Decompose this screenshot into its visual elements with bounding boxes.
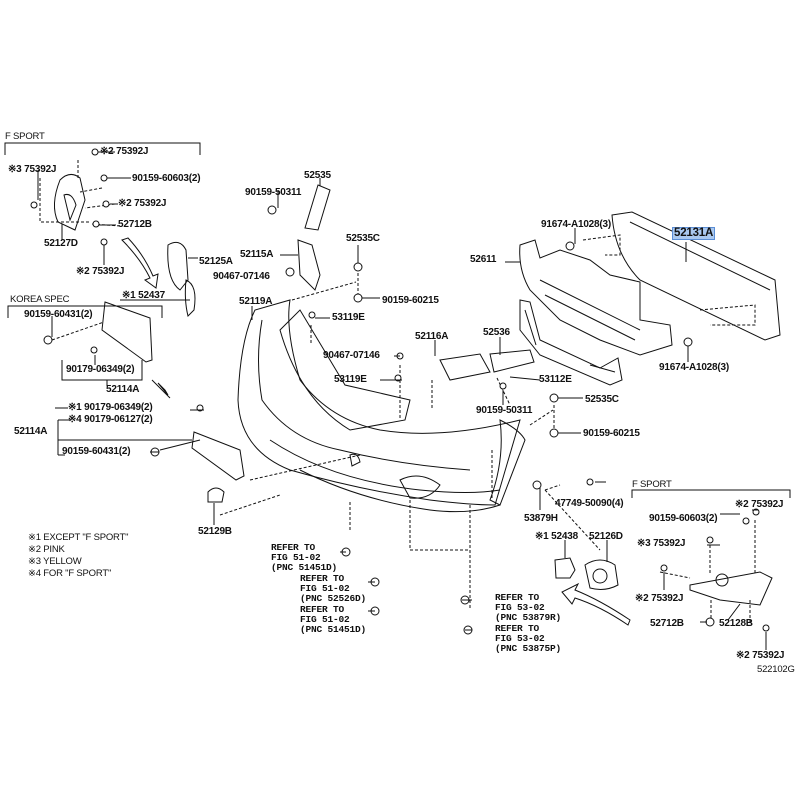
reference-callout[interactable]: REFER TO FIG 51-02 (PNC 51451D) <box>300 604 367 635</box>
part-label[interactable]: 90159-60431(2) <box>24 309 93 320</box>
part-label[interactable]: 52712B <box>118 219 152 230</box>
part-label[interactable]: 90159-60431(2) <box>62 446 131 457</box>
korea-spec-bracket <box>7 305 163 318</box>
part-label[interactable]: 53119E <box>334 374 367 385</box>
part-label[interactable]: 52535C <box>585 394 619 405</box>
note-2: ※2 PINK <box>28 544 65 555</box>
part-52116A <box>439 353 491 381</box>
part-label[interactable]: 53119E <box>332 312 365 323</box>
part-label[interactable]: 90467-07146 <box>213 271 270 282</box>
f-sport-left-bracket <box>4 142 201 155</box>
part-label[interactable]: 90159-60215 <box>382 295 439 306</box>
part-52535 <box>304 184 331 231</box>
part-52438 <box>554 557 576 579</box>
part-label[interactable]: 47749-50090(4) <box>555 498 624 509</box>
part-label[interactable]: ※2 75392J <box>118 198 167 209</box>
part-label[interactable]: 52125A <box>199 256 233 267</box>
part-label[interactable]: ※2 75392J <box>635 593 684 604</box>
part-label[interactable]: 91674-A1028(3) <box>541 219 612 230</box>
diagram-id: 522102G <box>757 664 795 675</box>
group-f-sport-right: F SPORT <box>632 479 672 490</box>
part-label[interactable]: 52114A <box>14 426 48 437</box>
part-label[interactable]: ※3 75392J <box>637 538 686 549</box>
part-label-selected[interactable]: 52131A <box>672 227 716 240</box>
note-3: ※3 YELLOW <box>28 556 82 567</box>
arrow-to-bracket <box>121 237 159 289</box>
note-1: ※1 EXCEPT "F SPORT" <box>28 532 129 543</box>
part-53112E-grille <box>519 299 623 386</box>
part-label[interactable]: 52119A <box>239 296 273 307</box>
part-label[interactable]: 53112E <box>539 374 572 385</box>
reference-callout[interactable]: REFER TO FIG 53-02 (PNC 53879R) <box>495 592 562 623</box>
group-f-sport-left: F SPORT <box>5 131 45 142</box>
part-label[interactable]: ※1 90179-06349(2) <box>68 402 153 413</box>
f-sport-right-bracket <box>631 489 791 498</box>
part-label[interactable]: ※1 52438 <box>535 531 578 542</box>
part-label[interactable]: 90159-50311 <box>476 405 533 416</box>
note-4: ※4 FOR "F SPORT" <box>28 568 112 579</box>
part-52129B <box>207 487 225 503</box>
part-52128B <box>689 571 773 606</box>
part-52114A <box>191 431 245 481</box>
part-label[interactable]: ※2 75392J <box>735 499 784 510</box>
part-label[interactable]: ※2 75392J <box>100 146 149 157</box>
part-label[interactable]: ※4 90179-06127(2) <box>68 414 153 425</box>
group-korea-spec: KOREA SPEC <box>10 294 70 305</box>
reference-callout[interactable]: REFER TO FIG 51-02 (PNC 52526D) <box>300 573 367 604</box>
part-label[interactable]: 90159-60603(2) <box>132 173 201 184</box>
part-label[interactable]: 52129B <box>198 526 232 537</box>
part-label[interactable]: 52115A <box>240 249 274 260</box>
part-label[interactable]: 91674-A1028(3) <box>659 362 730 373</box>
part-label[interactable]: ※2 75392J <box>736 650 785 661</box>
part-label[interactable]: 53879H <box>524 513 558 524</box>
arrow-to-plate <box>151 379 171 399</box>
part-label[interactable]: 52126D <box>589 531 623 542</box>
part-label[interactable]: 90159-60215 <box>583 428 640 439</box>
part-52131A-reinforcement <box>611 211 781 341</box>
part-52437 <box>184 279 196 317</box>
part-label[interactable]: 52712B <box>650 618 684 629</box>
part-label[interactable]: 52611 <box>470 254 497 265</box>
reference-callout[interactable]: REFER TO FIG 53-02 (PNC 53875P) <box>495 623 562 654</box>
part-label[interactable]: 52535C <box>346 233 380 244</box>
part-label[interactable]: 90159-60603(2) <box>649 513 718 524</box>
part-52114A-korea <box>101 301 153 363</box>
part-label[interactable]: 52128B <box>719 618 753 629</box>
part-label[interactable]: 90179-06349(2) <box>66 364 135 375</box>
part-label[interactable]: 90467-07146 <box>323 350 380 361</box>
part-label[interactable]: ※1 52437 <box>122 290 165 301</box>
part-52536 <box>489 349 535 373</box>
part-52126D <box>584 559 619 590</box>
reference-callout[interactable]: REFER TO FIG 51-02 (PNC 51451D) <box>271 542 338 573</box>
part-label[interactable]: ※3 75392J <box>8 164 57 175</box>
arrow-to-fog <box>561 582 631 626</box>
part-label[interactable]: 52114A <box>106 384 140 395</box>
part-label[interactable]: ※2 75392J <box>76 266 125 277</box>
part-label[interactable]: 52535 <box>304 170 331 181</box>
part-52125A <box>167 241 189 291</box>
part-label[interactable]: 52127D <box>44 238 78 249</box>
part-label[interactable]: 90159-50311 <box>245 187 302 198</box>
part-label[interactable]: 52116A <box>415 331 449 342</box>
part-52127D <box>54 174 86 231</box>
part-label[interactable]: 52536 <box>483 327 510 338</box>
part-52611-absorber <box>519 239 673 356</box>
part-52115A <box>297 239 321 291</box>
